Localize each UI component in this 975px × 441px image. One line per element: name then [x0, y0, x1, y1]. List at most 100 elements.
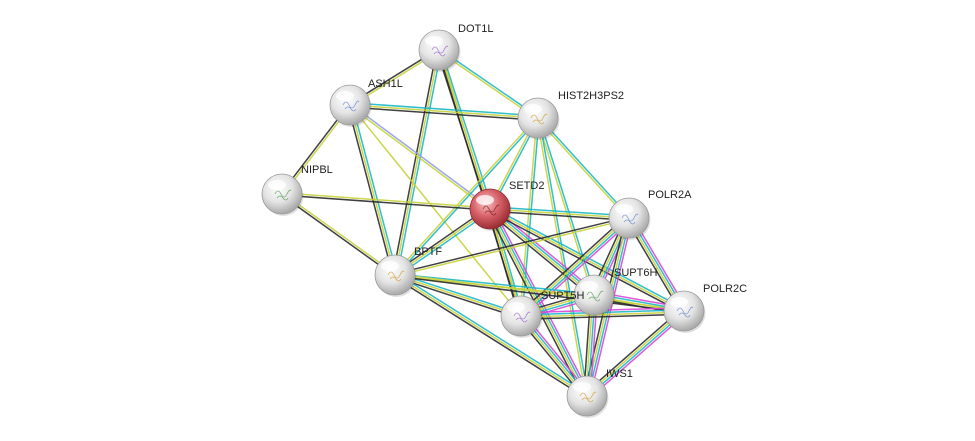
edge-line-coexp: [518, 215, 628, 315]
node-highlight: [615, 204, 633, 214]
node-bubble[interactable]: [374, 254, 416, 296]
node-supt6h[interactable]: SUPT6H: [573, 267, 657, 317]
node-bubble[interactable]: [517, 97, 559, 139]
edge-line-db: [395, 272, 522, 315]
edge-polr2c-iws1[interactable]: [584, 307, 687, 400]
edge-line-db: [396, 50, 442, 276]
edge-hist2h3ps2-polr2a[interactable]: [536, 116, 631, 220]
edge-ash1l-bptf[interactable]: [347, 104, 398, 276]
edge-line-coexp: [584, 307, 683, 395]
edge-bptf-iws1[interactable]: [393, 272, 589, 399]
node-polr2a[interactable]: POLR2A: [608, 189, 692, 240]
node-bubble[interactable]: [418, 29, 460, 71]
edge-line-db: [521, 218, 631, 318]
edge-line-db: [490, 206, 630, 217]
edge-line-text: [349, 104, 396, 276]
edge-line-text: [488, 209, 594, 297]
edge-line-coexp: [280, 194, 395, 277]
node-bubble[interactable]: [261, 173, 303, 215]
edge-line-text: [489, 208, 630, 219]
node-highlight: [670, 297, 688, 307]
edge-line-text: [393, 116, 538, 275]
node-highlight: [573, 382, 591, 392]
edge-line-text: [519, 216, 629, 316]
edge-line-text: [521, 311, 685, 318]
node-bubble[interactable]: [608, 197, 650, 239]
edge-line-db: [490, 206, 686, 310]
edge-setd2-supt6h[interactable]: [487, 205, 597, 299]
edge-line-experiment: [589, 218, 633, 397]
edge-dot1l-bptf[interactable]: [392, 49, 442, 276]
edge-line-coexp: [487, 210, 593, 299]
node-highlight: [580, 281, 598, 291]
edge-line-db: [395, 273, 595, 295]
node-label: POLR2C: [703, 283, 747, 295]
node-label: IWS1: [606, 368, 633, 380]
edge-line-text: [282, 192, 491, 209]
edge-line-text: [536, 118, 629, 220]
node-highlight: [381, 261, 399, 271]
edge-setd2-polr2a[interactable]: [489, 206, 630, 221]
edge-line-text: [394, 49, 440, 276]
edge-line-text: [395, 218, 630, 277]
edge-line-db: [490, 208, 589, 396]
node-bubble[interactable]: [329, 84, 371, 126]
node-polr2c[interactable]: POLR2C: [663, 283, 747, 333]
edge-line-db: [351, 104, 398, 275]
node-label: POLR2A: [648, 189, 692, 201]
node-ash1l[interactable]: ASH1L: [329, 78, 403, 127]
edge-line-db: [538, 117, 596, 295]
edge-hist2h3ps2-supt6h[interactable]: [536, 117, 596, 296]
node-supt5h[interactable]: SUPT5H: [500, 290, 584, 338]
protein-structure-icon: [387, 270, 405, 282]
edge-ash1l-setd2[interactable]: [348, 103, 492, 211]
edge-hist2h3ps2-bptf[interactable]: [393, 116, 540, 277]
edge-line-text: [536, 118, 594, 296]
edge-ash1l-supt5h[interactable]: [349, 104, 522, 317]
node-bubble[interactable]: [469, 188, 511, 230]
edge-bptf-supt5h[interactable]: [394, 272, 522, 319]
edge-line-text: [394, 274, 588, 397]
node-hist2h3ps2[interactable]: HIST2H3PS2: [517, 90, 624, 140]
node-iws1[interactable]: IWS1: [566, 368, 633, 418]
edge-line-coexp: [349, 106, 538, 121]
node-bptf[interactable]: BPTF: [374, 246, 442, 297]
edge-line-text: [536, 118, 587, 397]
edge-line-text: [349, 104, 522, 317]
edge-line-db: [538, 116, 631, 218]
node-label: SUPT5H: [541, 290, 584, 302]
node-label: DOT1L: [458, 23, 493, 35]
node-setd2[interactable]: SETD2: [469, 180, 544, 231]
edge-line-db: [440, 49, 493, 209]
protein-structure-icon: [586, 290, 604, 302]
node-dot1l[interactable]: DOT1L: [418, 23, 493, 72]
node-label: SUPT6H: [614, 267, 657, 279]
node-bubble[interactable]: [566, 375, 608, 417]
edge-line-coexp: [521, 313, 685, 321]
edge-line-db: [490, 207, 596, 295]
protein-structure-icon: [530, 113, 548, 125]
edge-nipbl-bptf[interactable]: [280, 192, 397, 277]
edge-line-coexp: [394, 216, 629, 275]
node-label: SETD2: [509, 180, 544, 192]
edge-line-coexp: [393, 276, 587, 399]
protein-structure-icon: [579, 391, 597, 403]
node-label: NIPBL: [301, 164, 333, 176]
edge-line-coexp: [394, 276, 521, 319]
node-bubble[interactable]: [500, 295, 542, 337]
edge-ash1l-hist2h3ps2[interactable]: [349, 102, 539, 121]
node-bubble[interactable]: [663, 290, 705, 332]
edge-polr2a-supt5h[interactable]: [518, 215, 632, 319]
edge-line-text: [282, 192, 397, 275]
edge-line-experiment: [588, 312, 687, 400]
edge-hist2h3ps2-iws1[interactable]: [536, 117, 589, 397]
edge-line-db: [350, 102, 539, 117]
edge-polr2a-bptf[interactable]: [394, 216, 630, 277]
edge-nipbl-setd2[interactable]: [281, 192, 491, 211]
edge-line-coexp: [281, 194, 490, 211]
node-highlight: [268, 180, 286, 190]
protein-structure-icon: [274, 189, 292, 201]
node-nipbl[interactable]: NIPBL: [261, 164, 333, 216]
